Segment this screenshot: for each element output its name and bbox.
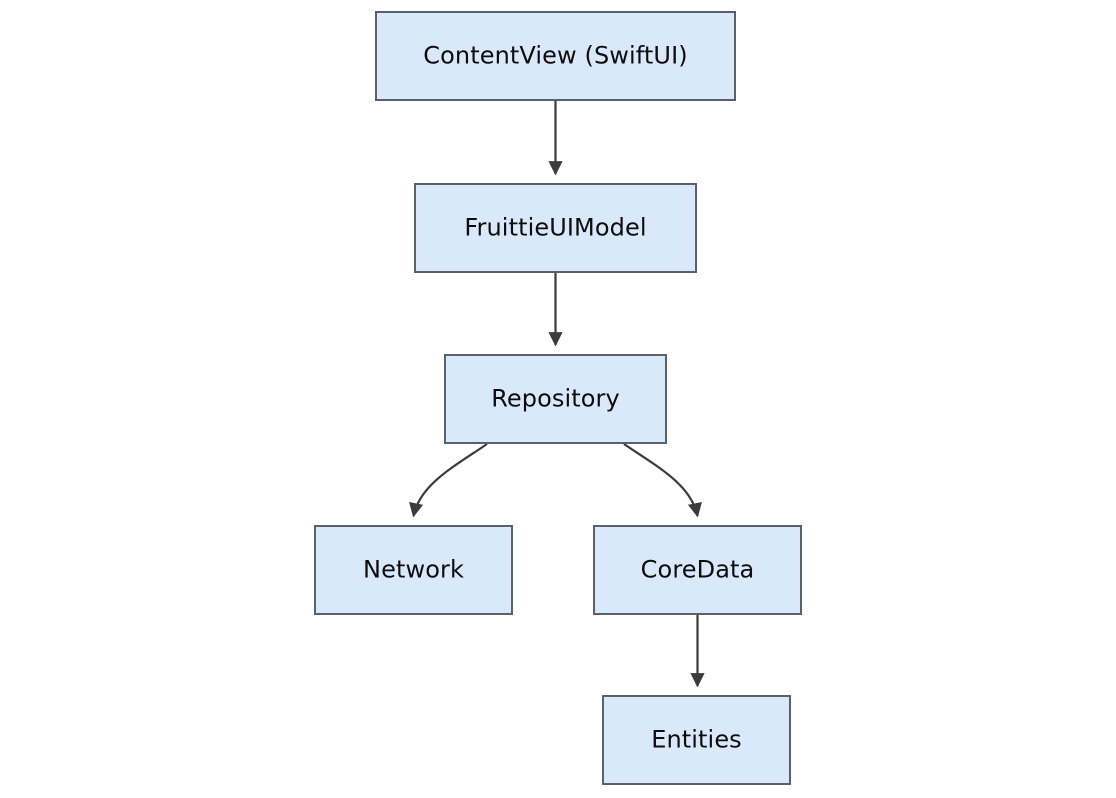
node-network[interactable]: Network xyxy=(314,525,513,615)
edge-repository-to-coredata xyxy=(623,443,702,518)
node-repository-label: Repository xyxy=(491,384,620,413)
node-entities-label: Entities xyxy=(651,725,742,754)
node-contentview[interactable]: ContentView (SwiftUI) xyxy=(375,11,736,101)
node-entities[interactable]: Entities xyxy=(602,695,791,785)
node-fruittieuimodel-label: FruittieUIModel xyxy=(464,213,647,242)
node-repository[interactable]: Repository xyxy=(444,354,667,444)
node-coredata-label: CoreData xyxy=(640,555,755,584)
edge-repository-to-network xyxy=(409,443,488,518)
node-coredata[interactable]: CoreData xyxy=(593,525,802,615)
node-fruittieuimodel[interactable]: FruittieUIModel xyxy=(414,183,697,273)
node-network-label: Network xyxy=(363,555,464,584)
node-contentview-label: ContentView (SwiftUI) xyxy=(423,41,688,70)
